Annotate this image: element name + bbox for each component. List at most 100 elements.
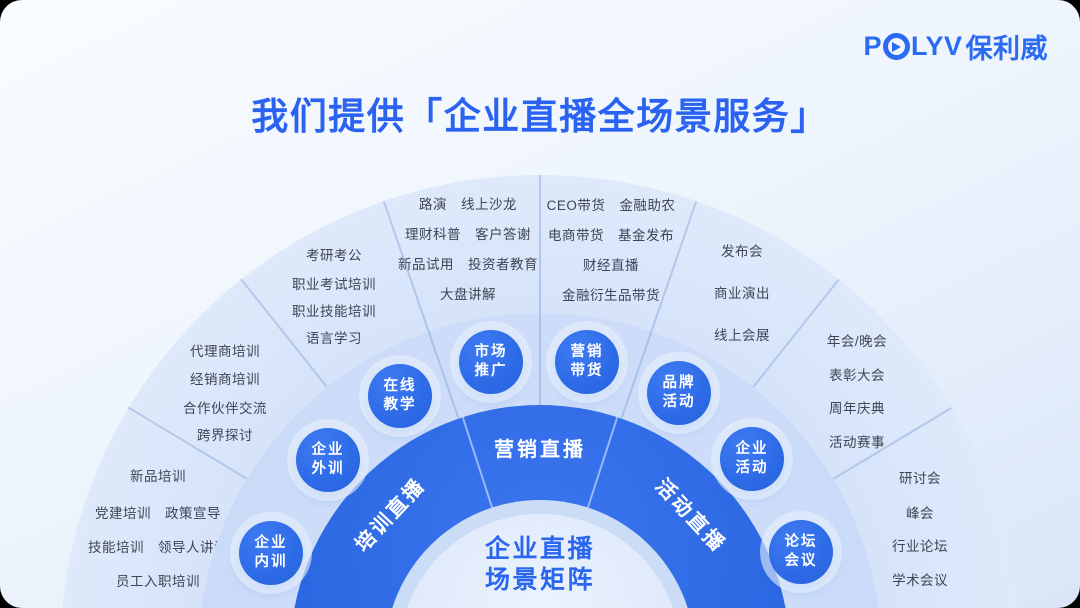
scenario-list-row: 技能培训领导人讲话 [28,536,288,556]
scenario-list-row: 表彰大会 [727,364,987,384]
badge-label: 内训 [254,554,288,570]
brand-logo: P LYV 保利威 [863,27,1048,66]
badge-label: 在线 [383,378,417,394]
diagram-center-title: 企业直播 场景矩阵 [420,534,660,596]
scenario-item: 商业演出 [714,286,770,301]
scenario-item: 财经直播 [583,258,639,273]
badge-label: 推广 [474,363,508,379]
scenario-item: 政策宣导 [165,506,221,521]
badge-label: 市场 [474,344,508,360]
badge-label: 论坛 [784,534,818,550]
logo-chinese-name: 保利威 [965,34,1048,64]
scenario-item: 学术会议 [892,573,948,588]
center-title-line1: 企业直播 [484,535,595,563]
badge-label: 会议 [784,553,818,569]
scenario-item: 客户答谢 [475,227,531,242]
scenario-item: 新品试用 [398,257,454,272]
badge-market-promotion: 市场 推广 [459,330,523,394]
scenario-list-row: 经销商培训 [95,368,355,388]
scenario-list-row: 考研考公 [204,244,464,264]
play-circle-icon [882,33,910,60]
badge-label: 企业 [254,535,288,551]
scenario-item: 发布会 [721,244,763,259]
scenario-item: 职业考试培训 [292,277,376,292]
scenario-list-row: 职业考试培训 [204,273,464,293]
scenario-item: 员工入职培训 [116,574,200,589]
scenario-list-row: 行业论坛 [790,535,1050,555]
scenario-item: 技能培训 [88,540,144,555]
scenario-item: 语言学习 [306,331,362,346]
scenario-item: 基金发布 [618,228,674,243]
scenario-list-row: 财经直播 [481,254,741,274]
scenario-list-row: CEO带货金融助农 [481,194,741,214]
logo-letter-p: P [863,31,882,61]
scenario-list-row: 商业演出 [612,282,872,302]
scenario-item: 行业论坛 [892,539,948,554]
scenario-list-row: 语言学习 [204,327,464,347]
scenario-item: 职业技能培训 [292,304,376,319]
scenario-list-row: 新品试用投资者教育 [338,253,598,273]
scenario-list-row: 电商带货基金发布 [481,224,741,244]
scenario-item: 年会/晚会 [826,334,888,349]
scenario-list-row: 周年庆典 [727,397,987,417]
scenario-list-row: 活动赛事 [727,431,987,451]
scenario-list-row: 年会/晚会 [727,330,987,350]
scenario-list-row: 合作伙伴交流 [95,397,355,417]
scenario-list-row: 职业技能培训 [204,300,464,320]
scenario-item: 电商带货 [548,228,604,243]
scenario-item: 研讨会 [899,471,941,486]
scenario-list-row: 大盘讲解 [338,283,598,303]
center-title-line2: 场景矩阵 [484,566,595,594]
scenario-item: 合作伙伴交流 [183,401,267,416]
scenario-item: 大盘讲解 [440,287,496,302]
page-title: 我们提供「企业直播全场景服务」 [251,96,829,137]
scenario-list-row: 理财科普客户答谢 [338,223,598,243]
badge-online-teaching: 在线 教学 [368,364,432,428]
badge-internal-training: 企业 内训 [239,521,303,585]
badge-label: 营销 [570,344,604,360]
badge-label: 活动 [662,394,696,410]
scenario-item: 线上会展 [714,328,770,343]
badge-marketing-sales: 营销 带货 [555,330,619,394]
scenario-item: 投资者教育 [468,257,538,272]
scenario-list-row: 党建培训政策宣导 [28,502,288,522]
scenario-list-row: 线上会展 [612,324,872,344]
scenario-item: 代理商培训 [190,344,260,359]
scenario-item: 金融衍生品带货 [562,288,660,303]
scenario-item: 表彰大会 [829,368,885,383]
scenario-list-row: 学术会议 [790,569,1050,589]
badge-external-training: 企业 外训 [296,428,360,492]
scenario-item: 考研考公 [306,248,362,263]
play-triangle-icon [891,41,901,52]
scenario-list-row: 路演线上沙龙 [338,193,598,213]
ring-label-marketing-live: 营销直播 [494,439,586,461]
badge-label: 企业 [735,441,769,457]
scenario-item: 经销商培训 [190,372,260,387]
scenario-item: 峰会 [906,506,934,521]
scenario-item: 新品培训 [130,469,186,484]
badge-label: 教学 [383,397,417,413]
scenario-list-row: 代理商培训 [95,340,355,360]
scenario-list-row: 发布会 [612,240,872,260]
scenario-item: 跨界探讨 [197,428,253,443]
badge-brand-events: 品牌 活动 [647,361,711,425]
scenario-item: 路演 [419,197,447,212]
badge-corporate-events: 企业 活动 [720,427,784,491]
badge-label: 外训 [311,461,345,477]
scenario-item: 领导人讲话 [158,540,228,555]
scenario-item: 理财科普 [405,227,461,242]
scenario-item: 周年庆典 [829,401,885,416]
badge-label: 品牌 [662,375,696,391]
logo-letters-lyv: LYV [910,31,963,61]
scenario-list-row: 研讨会 [790,467,1050,487]
scenario-item: 活动赛事 [829,435,885,450]
sector-divider [539,175,541,405]
scenario-list-row: 金融衍生品带货 [481,284,741,304]
scenario-item: 线上沙龙 [461,197,517,212]
scenario-list-row: 新品培训 [28,465,288,485]
scenario-list-row: 峰会 [790,502,1050,522]
scenario-item: CEO带货 [546,198,606,213]
scenario-item: 金融助农 [619,198,676,213]
badge-label: 活动 [735,460,769,476]
